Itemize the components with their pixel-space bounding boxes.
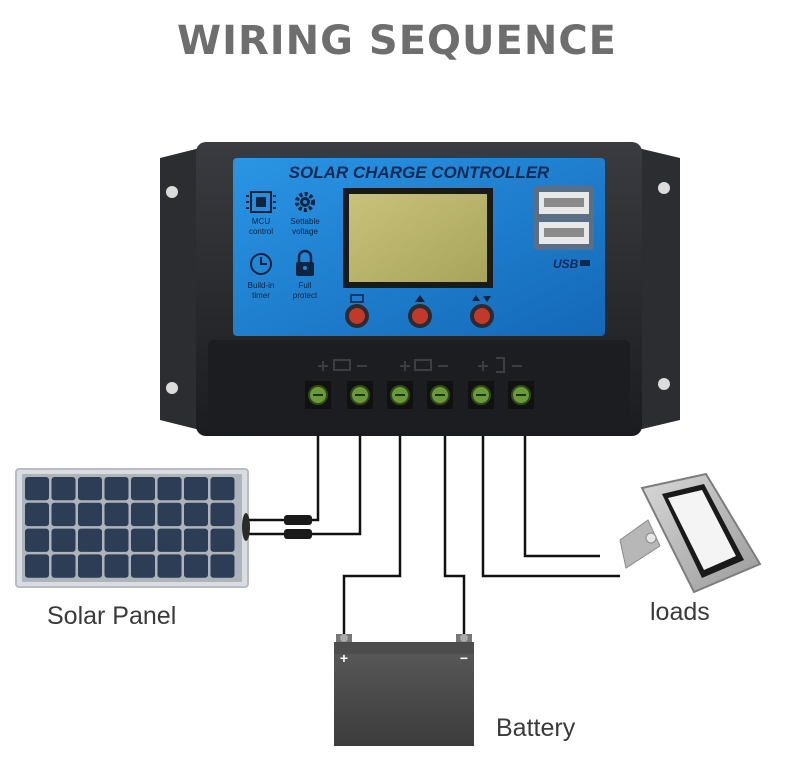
up-arrow-icon — [415, 295, 425, 302]
wire-load-positive — [481, 436, 620, 578]
battery-label: Battery — [496, 714, 576, 742]
solar-cell — [78, 502, 102, 527]
solar-cell — [157, 528, 182, 552]
wire-solar-positive — [310, 436, 320, 522]
solar-cell — [157, 554, 182, 578]
solar-cell — [51, 477, 76, 501]
wire-battery-negative — [443, 436, 466, 640]
terminal-solar-negative — [347, 381, 373, 409]
solar-cell — [51, 554, 76, 578]
feature-label-line1: Full — [299, 281, 312, 290]
solar-cell — [131, 477, 155, 501]
menu-button[interactable] — [345, 304, 369, 328]
feature-label-line1: Settable — [290, 217, 320, 226]
solar-cell — [78, 477, 102, 501]
solar-cell — [131, 502, 155, 527]
solar-cell — [210, 477, 235, 501]
feature-label-line1: MCU — [252, 217, 270, 226]
terminal-block — [208, 340, 630, 432]
wire-battery-positive — [342, 436, 402, 640]
solar-cell — [25, 477, 49, 501]
solar-cell — [184, 477, 208, 501]
terminal-load-negative — [508, 381, 534, 409]
up-button[interactable] — [408, 304, 432, 328]
solar-cell — [51, 502, 76, 527]
solar-cell — [157, 477, 182, 501]
left-mounting-bracket — [160, 148, 200, 430]
solar-cell — [78, 528, 102, 552]
solar-cell — [104, 502, 129, 527]
mcu-chip-icon — [246, 191, 276, 213]
solar-cell — [78, 554, 102, 578]
up-down-arrow-icon — [472, 295, 491, 302]
usb-icon — [580, 260, 590, 266]
solar-cell — [184, 528, 208, 552]
lcd-screen — [349, 194, 487, 282]
battery: + − — [334, 634, 474, 746]
terminal-symbols — [318, 357, 522, 373]
solar-cell — [184, 502, 208, 527]
solar-panel-label: Solar Panel — [47, 602, 177, 630]
wire-solar-negative — [310, 436, 362, 536]
solar-cell — [210, 554, 235, 578]
solar-charge-controller: SOLAR CHARGE CONTROLLER MCU control Sett… — [160, 142, 680, 436]
feature-label-line2: timer — [252, 291, 270, 300]
terminal-battery-positive — [387, 381, 413, 409]
feature-settable-voltage: Settable voltage — [290, 192, 320, 236]
solar-cell — [25, 502, 49, 527]
solar-cell — [104, 528, 129, 552]
battery-negative-symbol: − — [460, 650, 468, 666]
solar-cell — [157, 502, 182, 527]
solar-cell — [210, 528, 235, 552]
mc4-connectors — [246, 515, 312, 539]
feature-mcu-control: MCU control — [246, 191, 276, 236]
wires — [310, 436, 620, 640]
loads-label: loads — [650, 598, 710, 626]
page-title: WIRING SEQUENCE — [176, 18, 618, 64]
feature-label-line2: control — [249, 227, 273, 236]
feature-label-line1: Build-in — [248, 281, 275, 290]
solar-cell — [25, 528, 49, 552]
solar-cell — [104, 477, 129, 501]
solar-panel — [15, 468, 250, 588]
terminal-load-positive — [468, 381, 494, 409]
feature-build-in-timer: Build-in timer — [248, 253, 275, 300]
terminal-solar-positive — [305, 381, 331, 409]
solar-cell — [104, 554, 129, 578]
wire-load-negative — [523, 436, 600, 558]
battery-positive-symbol: + — [340, 650, 348, 666]
solar-cell — [184, 554, 208, 578]
gear-icon — [295, 192, 315, 212]
solar-cell — [131, 528, 155, 552]
solar-cell — [210, 502, 235, 527]
clock-icon — [250, 253, 272, 275]
down-button[interactable] — [470, 304, 494, 328]
lock-icon — [296, 249, 314, 276]
usb-label: USB — [553, 257, 579, 271]
solar-cell — [51, 528, 76, 552]
floodlight-load — [619, 472, 762, 594]
usb-ports — [534, 186, 594, 250]
solar-cell — [25, 554, 49, 578]
solar-cell — [131, 554, 155, 578]
controller-header: SOLAR CHARGE CONTROLLER — [289, 163, 550, 182]
battery-body — [334, 642, 474, 746]
menu-icon — [350, 294, 364, 303]
terminal-battery-negative — [427, 381, 453, 409]
solar-cells — [25, 477, 235, 578]
right-mounting-bracket — [638, 148, 680, 430]
feature-label-line2: protect — [293, 291, 318, 300]
feature-full-protect: Full protect — [293, 249, 318, 300]
feature-label-line2: voltage — [292, 227, 318, 236]
